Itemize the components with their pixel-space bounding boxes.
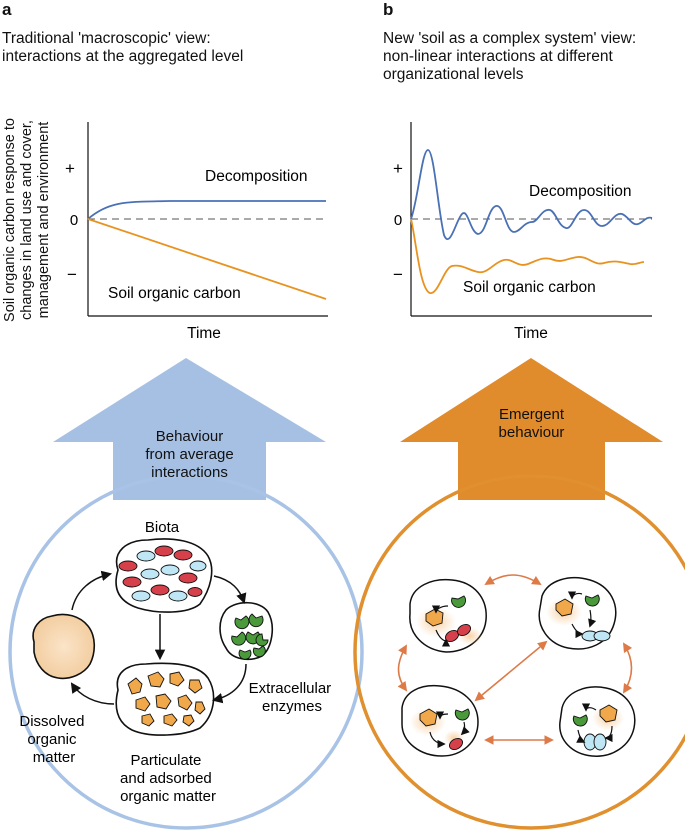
arrow-biota-to-enzymes — [213, 575, 247, 604]
arrow-matter-to-dissolved — [70, 682, 115, 705]
panel-a-heading: Traditional 'macroscopic' view: interact… — [2, 30, 322, 66]
panel-b-arrow-label-line2: behaviour — [498, 424, 565, 441]
panel-b-heading-line2: non-linear interactions at different — [383, 48, 613, 65]
node-connector-arrows — [397, 574, 633, 745]
biota-cells — [118, 545, 207, 602]
panel-a-heading-line1: Traditional 'macroscopic' view: — [2, 30, 211, 47]
panel-a-arrow-label-line1: Behaviour — [155, 428, 224, 445]
panel-b-outer-circle — [353, 474, 685, 830]
aggregate-node-top-right — [538, 576, 617, 650]
panel-b-letter: b — [383, 0, 394, 19]
dissolved-matter-blob — [32, 613, 96, 680]
connector-right — [622, 642, 633, 694]
panel-a-decomposition-curve — [87, 200, 326, 220]
enzyme-icons — [231, 613, 269, 660]
panel-b-heading-line3: organizational levels — [383, 66, 524, 83]
panel-b-chart: + 0 − Decomposition Soil organic carbon … — [393, 122, 653, 342]
connector-left — [397, 644, 408, 692]
dissolved-matter-label: Dissolved organic matter — [19, 713, 88, 766]
panel-a-soil-carbon-label: Soil organic carbon — [108, 285, 241, 302]
panel-b-tick-plus: + — [393, 159, 403, 178]
cycle-arrows — [70, 570, 247, 705]
panel-a-tick-minus: − — [67, 265, 77, 284]
panel-b-heading-line1: New 'soil as a complex system' view: — [383, 30, 637, 47]
panel-a-chart: + 0 − Decomposition Soil organic carbon … — [65, 122, 328, 342]
aggregate-node-top-left — [409, 578, 487, 653]
panel-b-tick-zero: 0 — [394, 212, 402, 229]
panel-a-arrow-label: Behaviour from average interactions — [113, 428, 266, 482]
panel-a-outer-circle — [8, 474, 364, 830]
panel-a-decomposition-label: Decomposition — [205, 168, 308, 185]
panel-a-arrow-label-line2: from average — [145, 446, 234, 463]
particulate-matter-label: Particulate and adsorbed organic matter — [120, 752, 216, 805]
aggregate-node-bottom-right — [559, 686, 636, 757]
arrow-enzymes-to-matter — [211, 663, 247, 704]
biota-label: Biota — [145, 519, 180, 536]
panel-a-tick-plus: + — [65, 159, 75, 178]
arrow-dissolved-to-biota — [71, 570, 113, 611]
panel-b-arrow-label: Emergent behaviour — [458, 406, 605, 442]
panel-a-big-arrow — [53, 358, 326, 500]
aggregate-node-bottom-left — [401, 684, 479, 757]
panel-a-letter: a — [2, 0, 12, 19]
panel-a-soil-carbon-curve — [87, 218, 327, 300]
panel-a-circle-diagram: Biota Extracellular enzymes — [8, 474, 364, 830]
panel-b-heading: New 'soil as a complex system' view: non… — [383, 30, 683, 84]
panel-b-tick-minus: − — [393, 265, 403, 284]
panel-b-decomposition-curve — [410, 149, 653, 240]
connector-top — [484, 574, 542, 585]
panel-b-decomposition-label: Decomposition — [529, 183, 632, 200]
panel-b-soil-carbon-label: Soil organic carbon — [463, 279, 596, 296]
panel-b-arrow-label-line1: Emergent — [498, 406, 565, 423]
panel-b-x-label: Time — [514, 325, 548, 342]
panel-a-heading-line2: interactions at the aggregated level — [2, 48, 244, 65]
panel-a-arrow-label-line3: interactions — [151, 464, 228, 481]
panel-a-x-label: Time — [187, 325, 221, 342]
panel-b-circle-diagram — [353, 474, 685, 830]
organic-matter-particles — [127, 671, 206, 727]
panel-b-soil-carbon-curve — [410, 218, 645, 294]
connector-diagonal — [474, 640, 548, 702]
extracellular-enzymes-label: Extracellular enzymes — [249, 680, 336, 715]
panel-a-tick-zero: 0 — [70, 212, 78, 229]
panel-b-big-arrow — [400, 358, 663, 500]
